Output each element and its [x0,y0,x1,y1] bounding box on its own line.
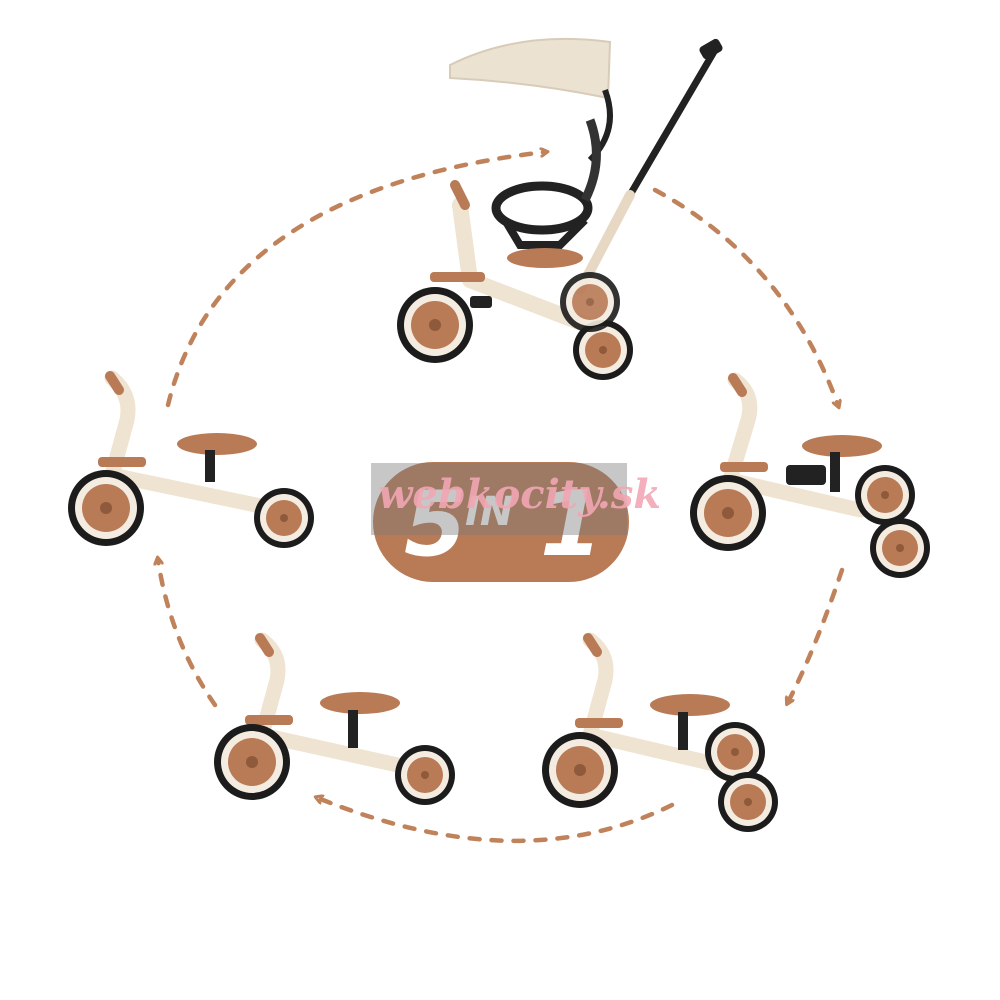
arrow-left-to-top [165,152,545,408]
badge-one: 1 [540,472,603,577]
arrow-right-to-bottom-right [788,567,845,702]
five-in-one-badge: 5 IN 1 [373,462,629,582]
rear-wheel [870,518,930,578]
arrow-bottom-left-to-left [158,560,218,708]
rear-wheel [254,488,314,548]
badge-in: IN [465,489,513,535]
push-bar [626,46,719,199]
arrow-bottom-right-to-bottom-left [318,798,675,843]
tricycle-canopy-config [397,37,723,380]
front-wheel [68,470,144,546]
front-wheel [214,724,290,800]
canopy-shade [449,37,612,100]
watermark: webkocity.sk [371,463,661,535]
watermark-text: webkocity.sk [378,471,661,518]
rear-wheel [718,772,778,832]
rear-wheel [395,745,455,805]
front-wheel [690,475,766,551]
balance-bike-pedal-config [214,632,455,805]
arrow-top-to-right [652,187,838,405]
cycle-arrows [158,152,845,843]
badge-number: 5 [404,472,467,577]
balance-bike-config [68,370,314,548]
tricycle-pedal-config [542,632,778,832]
front-wheel [397,287,473,363]
front-wheel [542,732,618,808]
tricycle-config [690,372,930,578]
safety-ring [491,181,593,235]
